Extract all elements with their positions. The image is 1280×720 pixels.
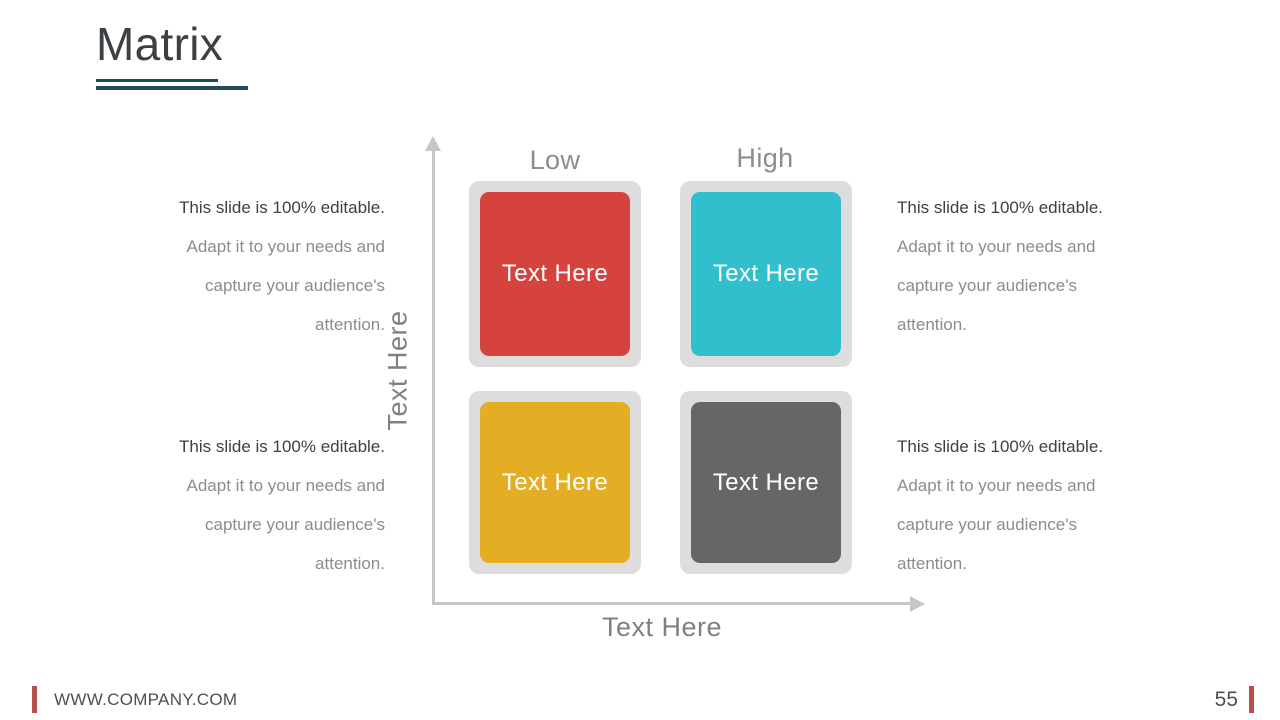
description-top-right-bold: This slide is 100% editable. [897,198,1104,217]
quadrant-top-left-fill: Text Here [480,192,630,356]
x-axis-arrow-icon [910,596,925,612]
y-axis-label: Text Here [382,310,413,431]
description-bottom-right-light: Adapt it to your needs and capture your … [897,476,1096,573]
quadrant-top-right[interactable]: Text Here [680,181,852,367]
description-bottom-right-bold: This slide is 100% editable. [897,437,1104,456]
quadrant-top-right-label: Text Here [712,260,820,287]
y-axis-line [432,150,435,605]
column-header-high: High [736,143,794,173]
quadrant-top-left-label: Text Here [501,260,609,287]
quadrant-bottom-right-label: Text Here [712,468,820,496]
description-bottom-left-bold: This slide is 100% editable. [178,437,385,456]
description-top-left: This slide is 100% editable. Adapt it to… [163,188,385,344]
description-top-left-bold: This slide is 100% editable. [178,198,385,217]
x-axis-label: Text Here [601,612,723,642]
quadrant-top-right-fill: Text Here [691,192,841,356]
description-top-right-light: Adapt it to your needs and capture your … [897,237,1096,334]
footer-url[interactable]: WWW.COMPANY.COM [54,690,238,709]
quadrant-bottom-left-fill: Text Here [480,402,630,563]
y-axis-arrow-icon [425,136,441,151]
quadrant-bottom-left-label: Text Here [501,468,609,496]
description-bottom-left-light: Adapt it to your needs and capture your … [186,476,385,573]
page-title: Matrix [96,18,224,70]
quadrant-top-left[interactable]: Text Here [469,181,641,367]
quadrant-bottom-right[interactable]: Text Here [680,391,852,574]
x-axis-line [432,602,912,605]
quadrant-bottom-left[interactable]: Text Here [469,391,641,574]
page-number: 55 [1214,688,1238,711]
footer-accent-bar-left [32,686,37,713]
title-underline-secondary [96,86,248,90]
footer-accent-bar-right [1249,686,1254,713]
quadrant-bottom-right-fill: Text Here [691,402,841,563]
description-top-left-light: Adapt it to your needs and capture your … [186,237,385,334]
description-top-right: This slide is 100% editable. Adapt it to… [897,188,1119,344]
description-bottom-right: This slide is 100% editable. Adapt it to… [897,427,1119,583]
column-header-low: Low [529,145,581,175]
description-bottom-left: This slide is 100% editable. Adapt it to… [163,427,385,583]
title-underline-primary [96,79,218,82]
title-block: Matrix [96,16,248,90]
